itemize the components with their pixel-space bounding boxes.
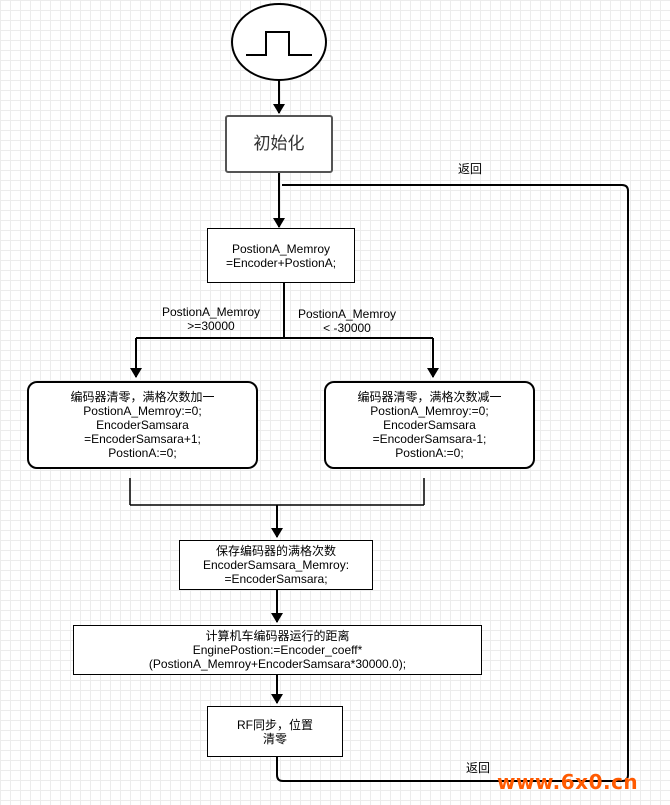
return-label-top: 返回 (458, 162, 483, 176)
condition-ge-label: PostionA_Memroy >=30000 (161, 305, 261, 333)
rf-sync-label: RF同步，位置 清零 (237, 717, 313, 746)
overflow-minus-node: 编码器清零，满格次数减一 PostionA_Memroy:=0; Encoder… (324, 381, 535, 469)
pulse-icon (246, 31, 312, 56)
rf-sync-node: RF同步，位置 清零 (207, 706, 343, 757)
site-watermark: www.6x0.cn (497, 770, 639, 794)
save-count-node: 保存编码器的满格次数 EncoderSamsara_Memroy: =Encod… (179, 540, 373, 590)
save-count-label: 保存编码器的满格次数 EncoderSamsara_Memroy: =Encod… (202, 544, 350, 586)
compute-distance-node: 计算机车编码器运行的距离 EnginePostion:=Encoder_coef… (73, 625, 482, 675)
init-node: 初始化 (225, 115, 333, 173)
start-node (231, 3, 327, 81)
overflow-plus-label: 编码器清零，满格次数加一 PostionA_Memroy:=0; Encoder… (70, 390, 215, 460)
return-label-bottom: 返回 (466, 761, 491, 775)
overflow-minus-label: 编码器清零，满格次数减一 PostionA_Memroy:=0; Encoder… (357, 390, 502, 460)
init-label: 初始化 (253, 134, 305, 153)
overflow-plus-node: 编码器清零，满格次数加一 PostionA_Memroy:=0; Encoder… (27, 381, 258, 469)
compute-distance-label: 计算机车编码器运行的距离 EnginePostion:=Encoder_coef… (148, 629, 407, 671)
condition-lt-label: PostionA_Memroy < -30000 (297, 307, 397, 335)
compute-position-node: PostionA_Memroy =Encoder+PostionA; (207, 228, 355, 283)
compute-position-label: PostionA_Memroy =Encoder+PostionA; (225, 241, 337, 270)
